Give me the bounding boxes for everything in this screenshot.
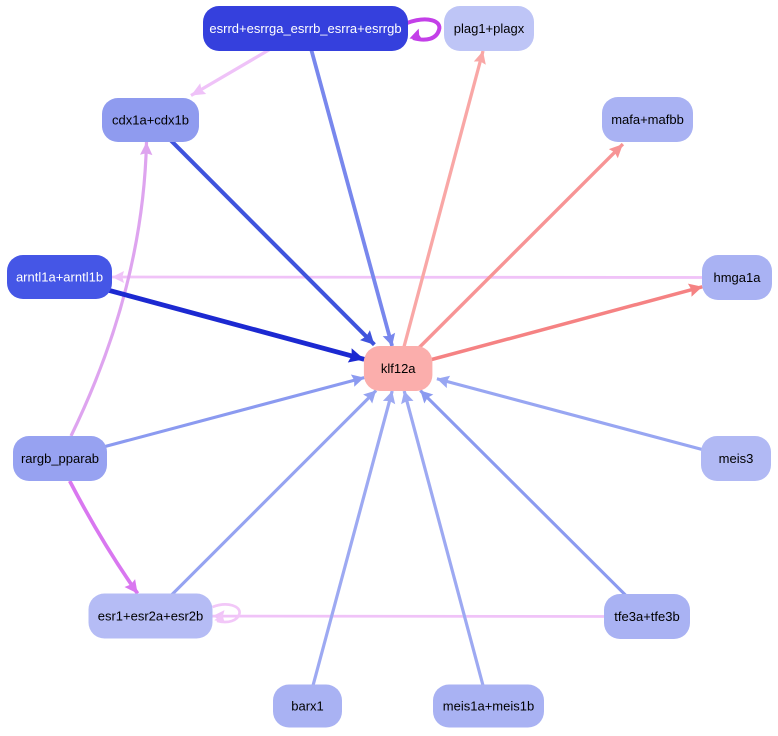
svg-text:rargb_pparab: rargb_pparab [21,451,99,466]
svg-text:arntl1a+arntl1b: arntl1a+arntl1b [16,270,103,285]
svg-text:esrrd+esrrga_esrrb_esrra+esrrg: esrrd+esrrga_esrrb_esrra+esrrgb [209,21,401,36]
svg-text:barx1: barx1 [291,699,324,714]
svg-text:esr1+esr2a+esr2b: esr1+esr2a+esr2b [98,609,204,624]
svg-text:mafa+mafbb: mafa+mafbb [611,112,684,127]
svg-text:klf12a: klf12a [381,361,416,376]
svg-text:tfe3a+tfe3b: tfe3a+tfe3b [614,609,679,624]
svg-text:plag1+plagx: plag1+plagx [454,21,525,36]
svg-text:hmga1a: hmga1a [714,270,762,285]
svg-text:cdx1a+cdx1b: cdx1a+cdx1b [112,113,189,128]
svg-text:meis1a+meis1b: meis1a+meis1b [443,699,534,714]
svg-text:meis3: meis3 [719,451,754,466]
